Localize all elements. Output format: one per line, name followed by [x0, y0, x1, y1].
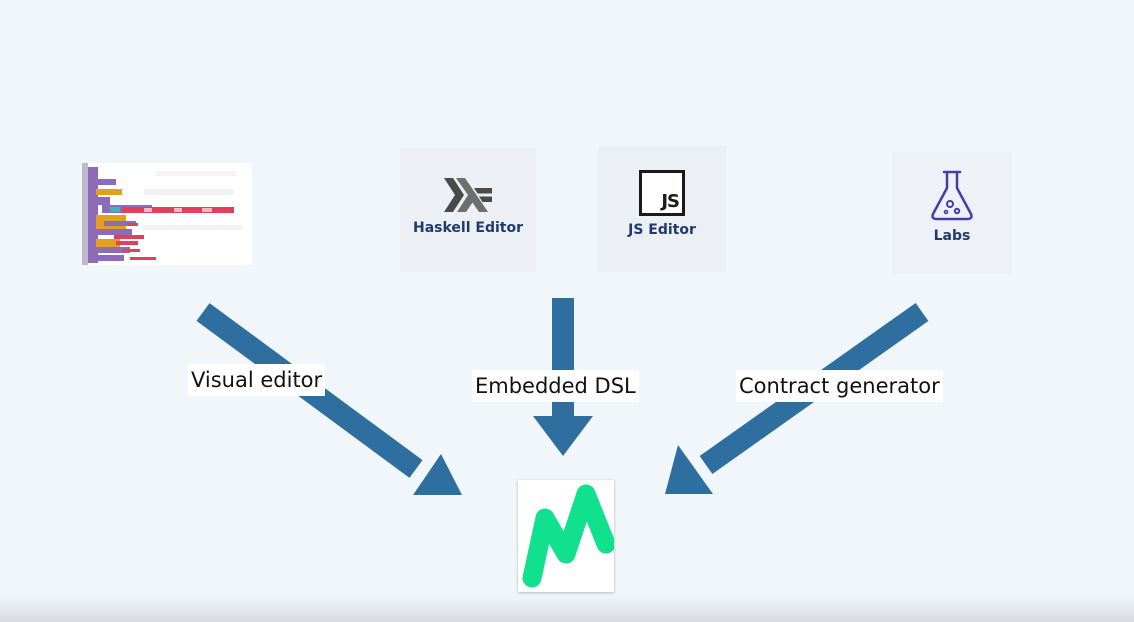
visual-editor-label: Visual editor — [188, 364, 326, 396]
js-logo-text: JS — [661, 191, 680, 212]
visual-editor-thumbnail — [82, 163, 252, 265]
marlowe-logo-icon — [518, 480, 614, 592]
contract-generator-label: Contract generator — [736, 370, 943, 402]
labs-card[interactable]: Labs — [892, 152, 1012, 274]
js-editor-label: JS Editor — [628, 222, 696, 238]
arrow-contract-generator — [665, 303, 929, 494]
embedded-dsl-label: Embedded DSL — [472, 370, 639, 402]
haskell-logo-icon — [444, 178, 492, 212]
bottom-fade — [0, 596, 1134, 622]
js-logo-icon: JS — [639, 170, 685, 216]
haskell-editor-card[interactable]: Haskell Editor — [400, 148, 536, 272]
flask-icon — [931, 170, 973, 221]
blockly-blocks-icon — [82, 163, 242, 265]
haskell-editor-label: Haskell Editor — [413, 220, 523, 236]
js-editor-card[interactable]: JS JS Editor — [598, 146, 726, 272]
labs-label: Labs — [933, 228, 971, 244]
arrow-visual-editor — [196, 303, 462, 495]
